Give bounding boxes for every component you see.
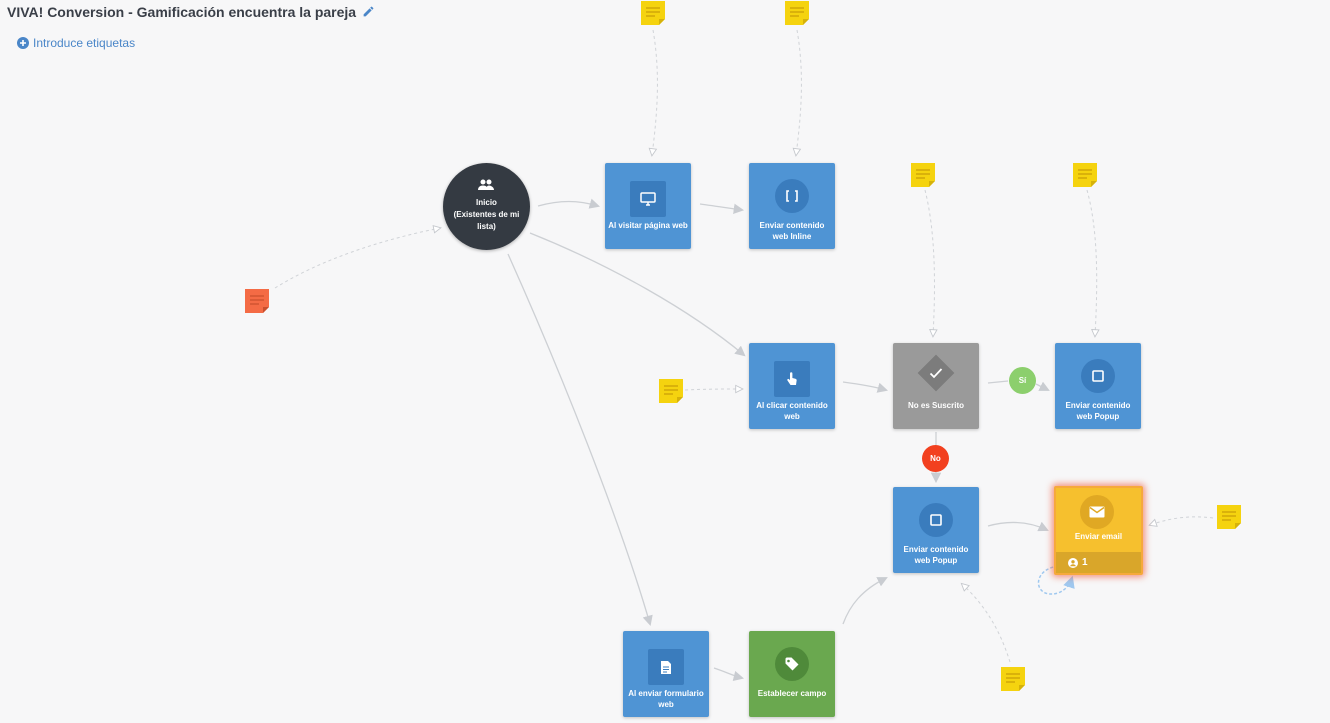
edge-click-to-condition	[842, 381, 889, 393]
node-popup-bottom-label: Enviar contenido web Popup	[903, 545, 969, 565]
node-inline-content-label: Enviar contenido web Inline	[759, 221, 825, 241]
note-link-1	[652, 29, 658, 155]
pointer-icon	[774, 361, 810, 397]
node-set-field-label: Establecer campo	[757, 689, 827, 698]
edge-start-to-click	[529, 232, 746, 357]
node-popup-bottom[interactable]: Enviar contenido web Popup	[893, 487, 979, 573]
branch-no-badge[interactable]: No	[922, 445, 949, 472]
edge-visit-to-inline	[699, 203, 745, 214]
start-subtitle: (Existentes de mi lista)	[453, 210, 520, 231]
user-circle-icon	[1068, 557, 1078, 568]
node-send-email-label: Enviar email	[1074, 532, 1123, 541]
mail-icon	[1080, 495, 1114, 529]
start-node-label: Inicio (Existentes de mi lista)	[451, 197, 522, 233]
sticky-note[interactable]	[1217, 505, 1241, 529]
node-click-content[interactable]: Al clicar contenido web	[749, 343, 835, 429]
edit-pencil-icon[interactable]	[362, 5, 376, 19]
edge-popup-to-email	[987, 521, 1049, 532]
start-node[interactable]: Inicio (Existentes de mi lista)	[443, 163, 530, 250]
edge-field-to-popup	[842, 577, 888, 625]
plus-circle-icon	[17, 37, 29, 49]
note-link-7	[1150, 516, 1214, 525]
node-form-submit[interactable]: Al enviar formulario web	[623, 631, 709, 717]
edge-form-to-field	[713, 667, 745, 682]
automation-title-bar: VIVA! Conversion - Gamificación encuentr…	[7, 4, 376, 20]
users-icon	[478, 179, 494, 191]
note-link-6	[274, 228, 440, 289]
brackets-icon	[775, 179, 809, 213]
monitor-icon	[630, 181, 666, 217]
node-send-email[interactable]: Enviar email 1	[1054, 486, 1143, 575]
node-visit-page-label: Al visitar página web	[608, 221, 688, 230]
email-contacts-footer[interactable]: 1	[1056, 552, 1141, 573]
edge-start-to-form	[507, 253, 653, 626]
note-link-5	[684, 389, 742, 390]
node-inline-content[interactable]: Enviar contenido web Inline	[749, 163, 835, 249]
sticky-note[interactable]	[1073, 163, 1097, 187]
sticky-note[interactable]	[641, 1, 665, 25]
note-link-8	[962, 584, 1011, 663]
node-popup-top-label: Enviar contenido web Popup	[1065, 401, 1131, 421]
branch-yes-badge[interactable]: Sí	[1009, 367, 1036, 394]
tag-icon	[775, 647, 809, 681]
automation-title: VIVA! Conversion - Gamificación encuentr…	[7, 4, 357, 20]
note-link-4	[1086, 189, 1097, 336]
start-title: Inicio	[476, 198, 497, 207]
add-tags-link[interactable]: Introduce etiquetas	[17, 36, 135, 50]
node-condition-label: No es Suscrito	[907, 401, 964, 410]
sticky-note[interactable]	[911, 163, 935, 187]
form-icon	[648, 649, 684, 685]
sticky-note-orange[interactable]	[245, 289, 269, 313]
edge-condition-to-yes	[987, 380, 1009, 384]
email-contacts-count: 1	[1082, 557, 1088, 568]
node-set-field[interactable]: Establecer campo	[749, 631, 835, 717]
sticky-note[interactable]	[1001, 667, 1025, 691]
node-popup-top[interactable]: Enviar contenido web Popup	[1055, 343, 1141, 429]
node-visit-page[interactable]: Al visitar página web	[605, 163, 691, 249]
check-icon	[926, 363, 946, 383]
square-icon	[1081, 359, 1115, 393]
add-tags-label: Introduce etiquetas	[33, 36, 136, 50]
node-form-submit-label: Al enviar formulario web	[628, 689, 704, 709]
node-condition-not-subscribed[interactable]: No es Suscrito	[893, 343, 979, 429]
note-link-3	[924, 189, 934, 336]
note-link-2	[796, 29, 802, 155]
node-click-content-label: Al clicar contenido web	[756, 401, 828, 421]
edge-yes-to-popup	[1035, 381, 1050, 391]
square-icon	[919, 503, 953, 537]
sticky-note[interactable]	[785, 1, 809, 25]
sticky-note[interactable]	[659, 379, 683, 403]
edge-start-to-visit	[537, 198, 600, 209]
